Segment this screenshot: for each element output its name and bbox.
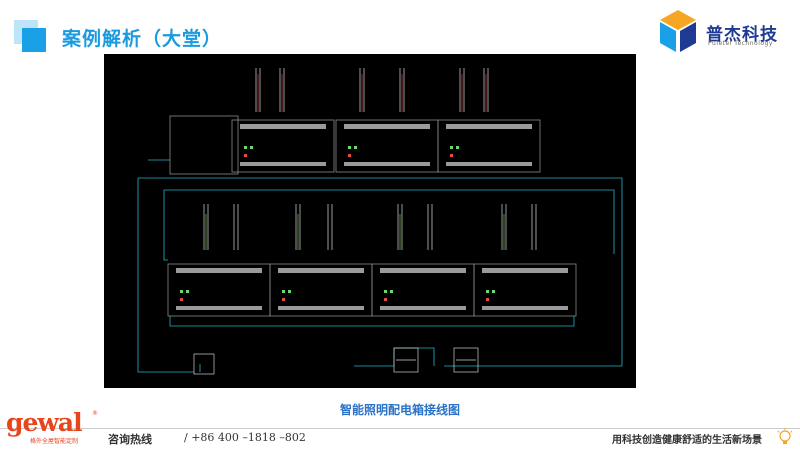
wiring-diagram-drawing [137, 68, 623, 375]
lightbulb-icon [777, 428, 793, 444]
footer-logo: gewal [6, 408, 83, 437]
page-title: 案例解析（大堂） [62, 28, 223, 50]
brand-logo-icon [660, 10, 696, 52]
hotline-label: 咨询热线 [108, 433, 152, 446]
footer-logo-registered: ® [92, 410, 98, 417]
footer-logo-subtitle: 格外全屋智能定制 [30, 438, 79, 445]
brand-name: 普杰科技 [706, 25, 778, 45]
wiring-diagram [104, 54, 636, 388]
brand-subtitle: Puietel Technology [708, 40, 773, 47]
footer-divider [0, 428, 800, 429]
hotline-number: / +86 400 –1818 –802 [184, 431, 306, 444]
diagram-caption: 智能照明配电箱接线图 [339, 403, 460, 417]
header-decor-square [22, 28, 46, 52]
footer-slogan: 用科技创造健康舒适的生活新场景 [612, 435, 762, 446]
